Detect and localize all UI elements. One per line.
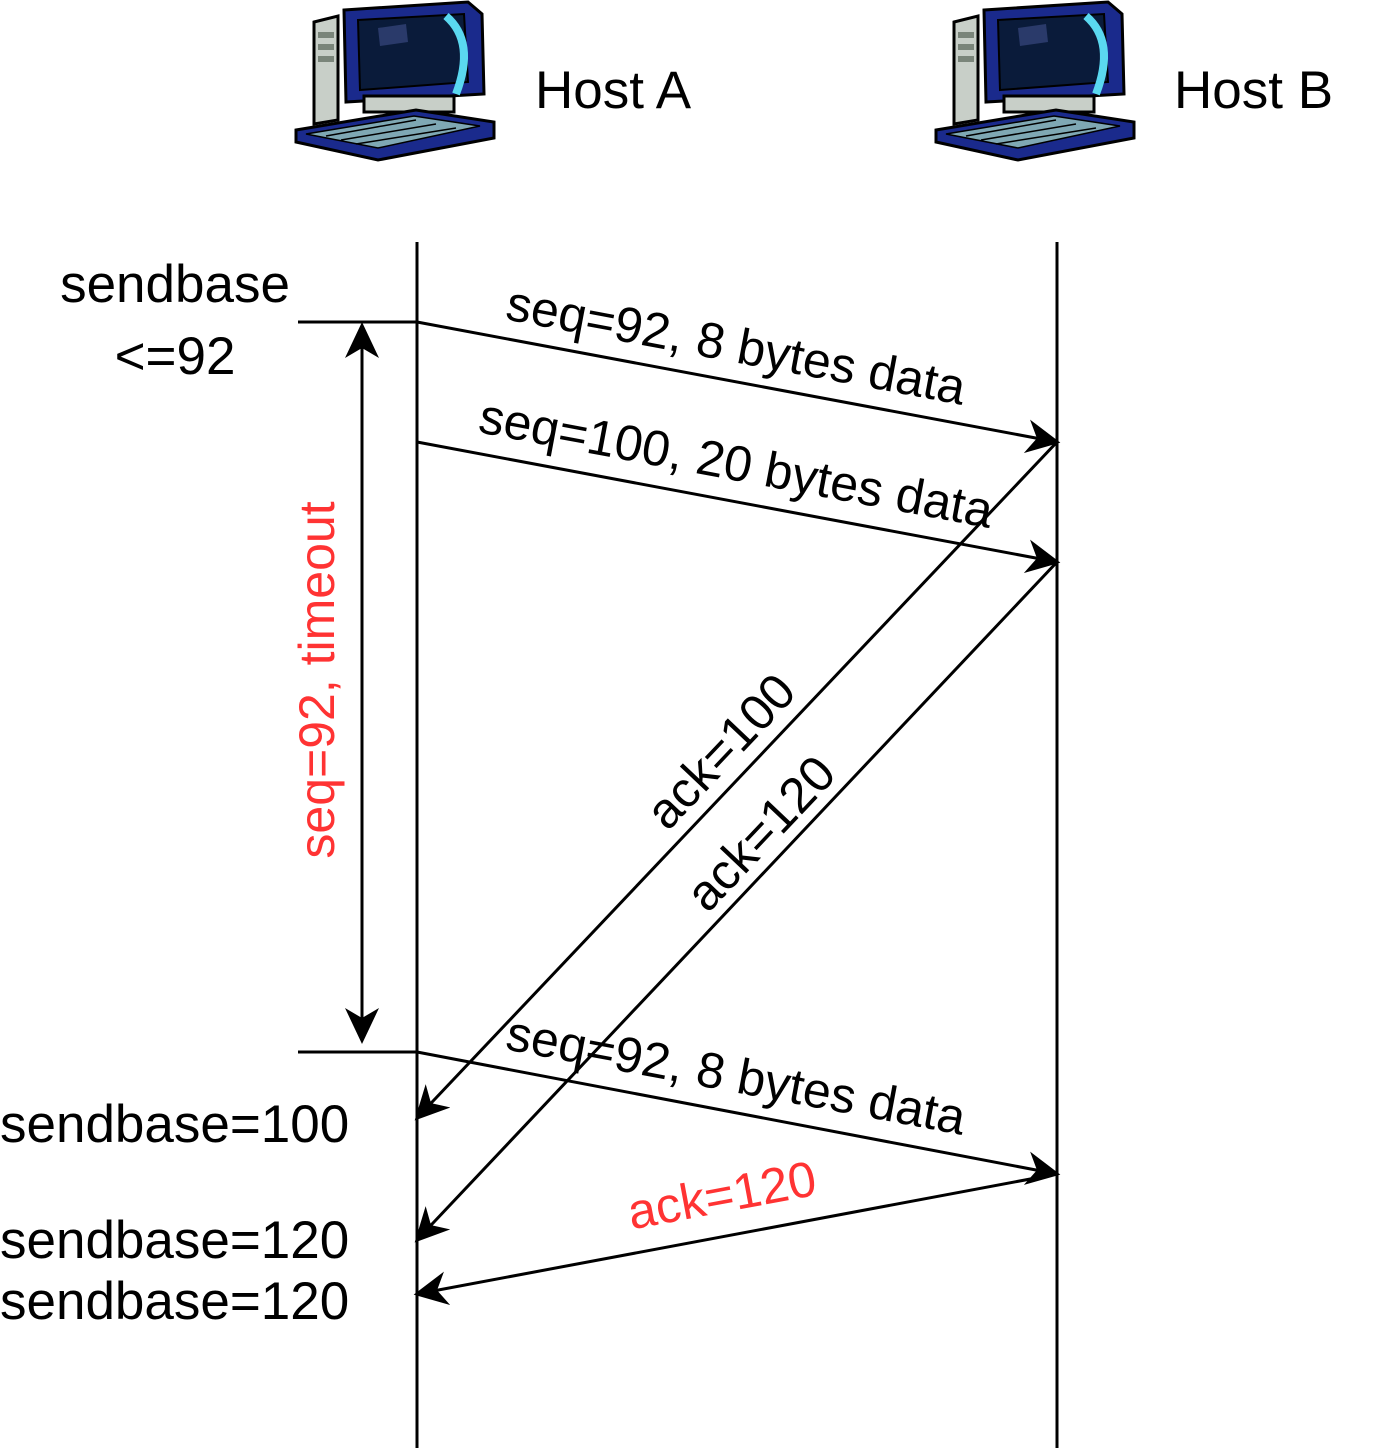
message-arrow-ack120 (414, 560, 1059, 1243)
host-b-computer-icon (936, 2, 1134, 160)
sendbase-120-label-2: sendbase=120 (0, 1272, 349, 1331)
message-label-ack120-final: ack=120 (623, 1150, 820, 1240)
timeout-arrowhead-top (345, 322, 379, 358)
sendbase-label: sendbase (60, 255, 290, 314)
message-arrow-seq92 (416, 320, 1061, 454)
timeout-label: seq=92, timeout (289, 501, 345, 858)
sendbase-100-label: sendbase=100 (0, 1095, 349, 1154)
timeout-arrowhead-bottom (345, 1008, 379, 1044)
host-b-label: Host B (1174, 61, 1333, 120)
sendbase-120-label-1: sendbase=120 (0, 1211, 349, 1270)
message-arrow-seq92-retransmit (416, 1050, 1061, 1185)
host-a-computer-icon (296, 2, 494, 160)
message-label-seq100: seq=100, 20 bytes data (475, 388, 998, 539)
message-label-seq92: seq=92, 8 bytes data (502, 275, 970, 416)
host-a-label: Host A (535, 61, 692, 120)
sendbase-initial-value: <=92 (115, 327, 236, 386)
message-arrow-ack100 (414, 440, 1059, 1121)
message-arrow-seq100 (416, 440, 1061, 574)
message-arrow-ack120-final (413, 1172, 1058, 1306)
